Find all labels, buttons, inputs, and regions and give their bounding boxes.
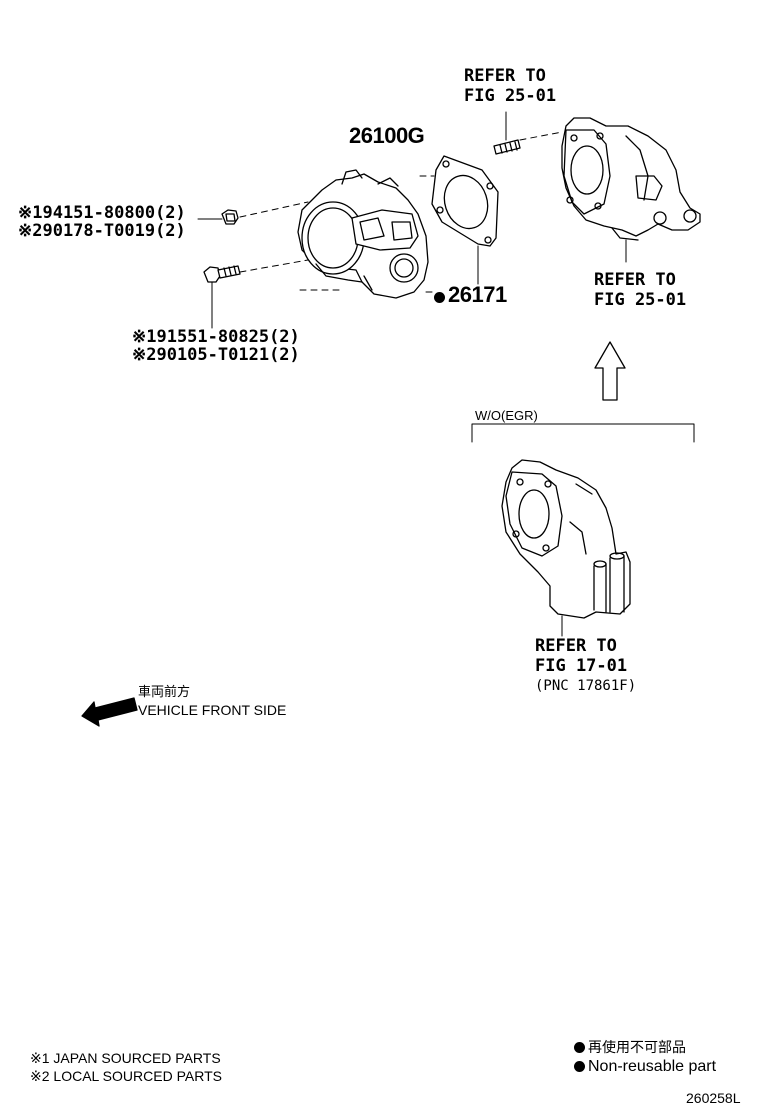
legend-nonreusable-en-text: Non-reusable part bbox=[588, 1058, 717, 1075]
part-number-throttle-body: 26100G bbox=[349, 123, 425, 148]
legend-nonreusable-jp: 再使用不可部品 bbox=[574, 1039, 686, 1055]
variant-bracket bbox=[471, 423, 695, 443]
refer-bottom-line3: (PNC 17861F) bbox=[535, 678, 637, 694]
part-number-gasket: 26171 bbox=[448, 282, 507, 307]
legend-nonreusable-jp-text: 再使用不可部品 bbox=[588, 1039, 686, 1055]
legend-dot-icon-2 bbox=[574, 1061, 585, 1072]
part-number-nut-local: ※290178-T0019(2) bbox=[18, 221, 186, 241]
direction-label-en: VEHICLE FRONT SIDE bbox=[138, 702, 287, 718]
gasket-callout: 26171 bbox=[434, 283, 507, 307]
stud-bolt-drawing bbox=[493, 111, 521, 155]
refer-top-line1: REFER TO bbox=[464, 66, 546, 86]
intake-pipe-no-egr-drawing bbox=[501, 459, 631, 637]
variant-label: W/O(EGR) bbox=[475, 408, 538, 423]
refer-right-line2: FIG 25-01 bbox=[594, 290, 687, 310]
part-number-nut-japan: ※194151-80800(2) bbox=[18, 203, 186, 223]
throttle-body-drawing bbox=[297, 169, 429, 299]
non-reusable-dot-icon bbox=[434, 292, 445, 303]
legend-nonreusable-en: Non-reusable part bbox=[574, 1059, 716, 1075]
figure-code: 260258L bbox=[686, 1090, 741, 1106]
legend-dot-icon bbox=[574, 1042, 585, 1053]
refer-top-line2: FIG 25-01 bbox=[464, 86, 557, 106]
refer-right-line1: REFER TO bbox=[594, 270, 676, 290]
bolt-drawing bbox=[203, 265, 241, 329]
part-number-bolt-japan: ※191551-80825(2) bbox=[132, 327, 300, 347]
refer-bottom-line1: REFER TO bbox=[535, 636, 617, 656]
nut-drawing bbox=[197, 209, 239, 225]
refer-bottom-line2: FIG 17-01 bbox=[535, 656, 628, 676]
legend-note-japan: ※1 JAPAN SOURCED PARTS bbox=[30, 1050, 221, 1066]
intake-pipe-egr-drawing bbox=[561, 117, 701, 263]
gasket-drawing bbox=[431, 155, 499, 285]
vehicle-front-arrow-icon bbox=[81, 697, 138, 727]
legend-note-local: ※2 LOCAL SOURCED PARTS bbox=[30, 1068, 222, 1084]
part-number-bolt-local: ※290105-T0121(2) bbox=[132, 345, 300, 365]
direction-label-jp: 車両前方 bbox=[138, 684, 191, 699]
upward-arrow-icon bbox=[594, 341, 626, 401]
